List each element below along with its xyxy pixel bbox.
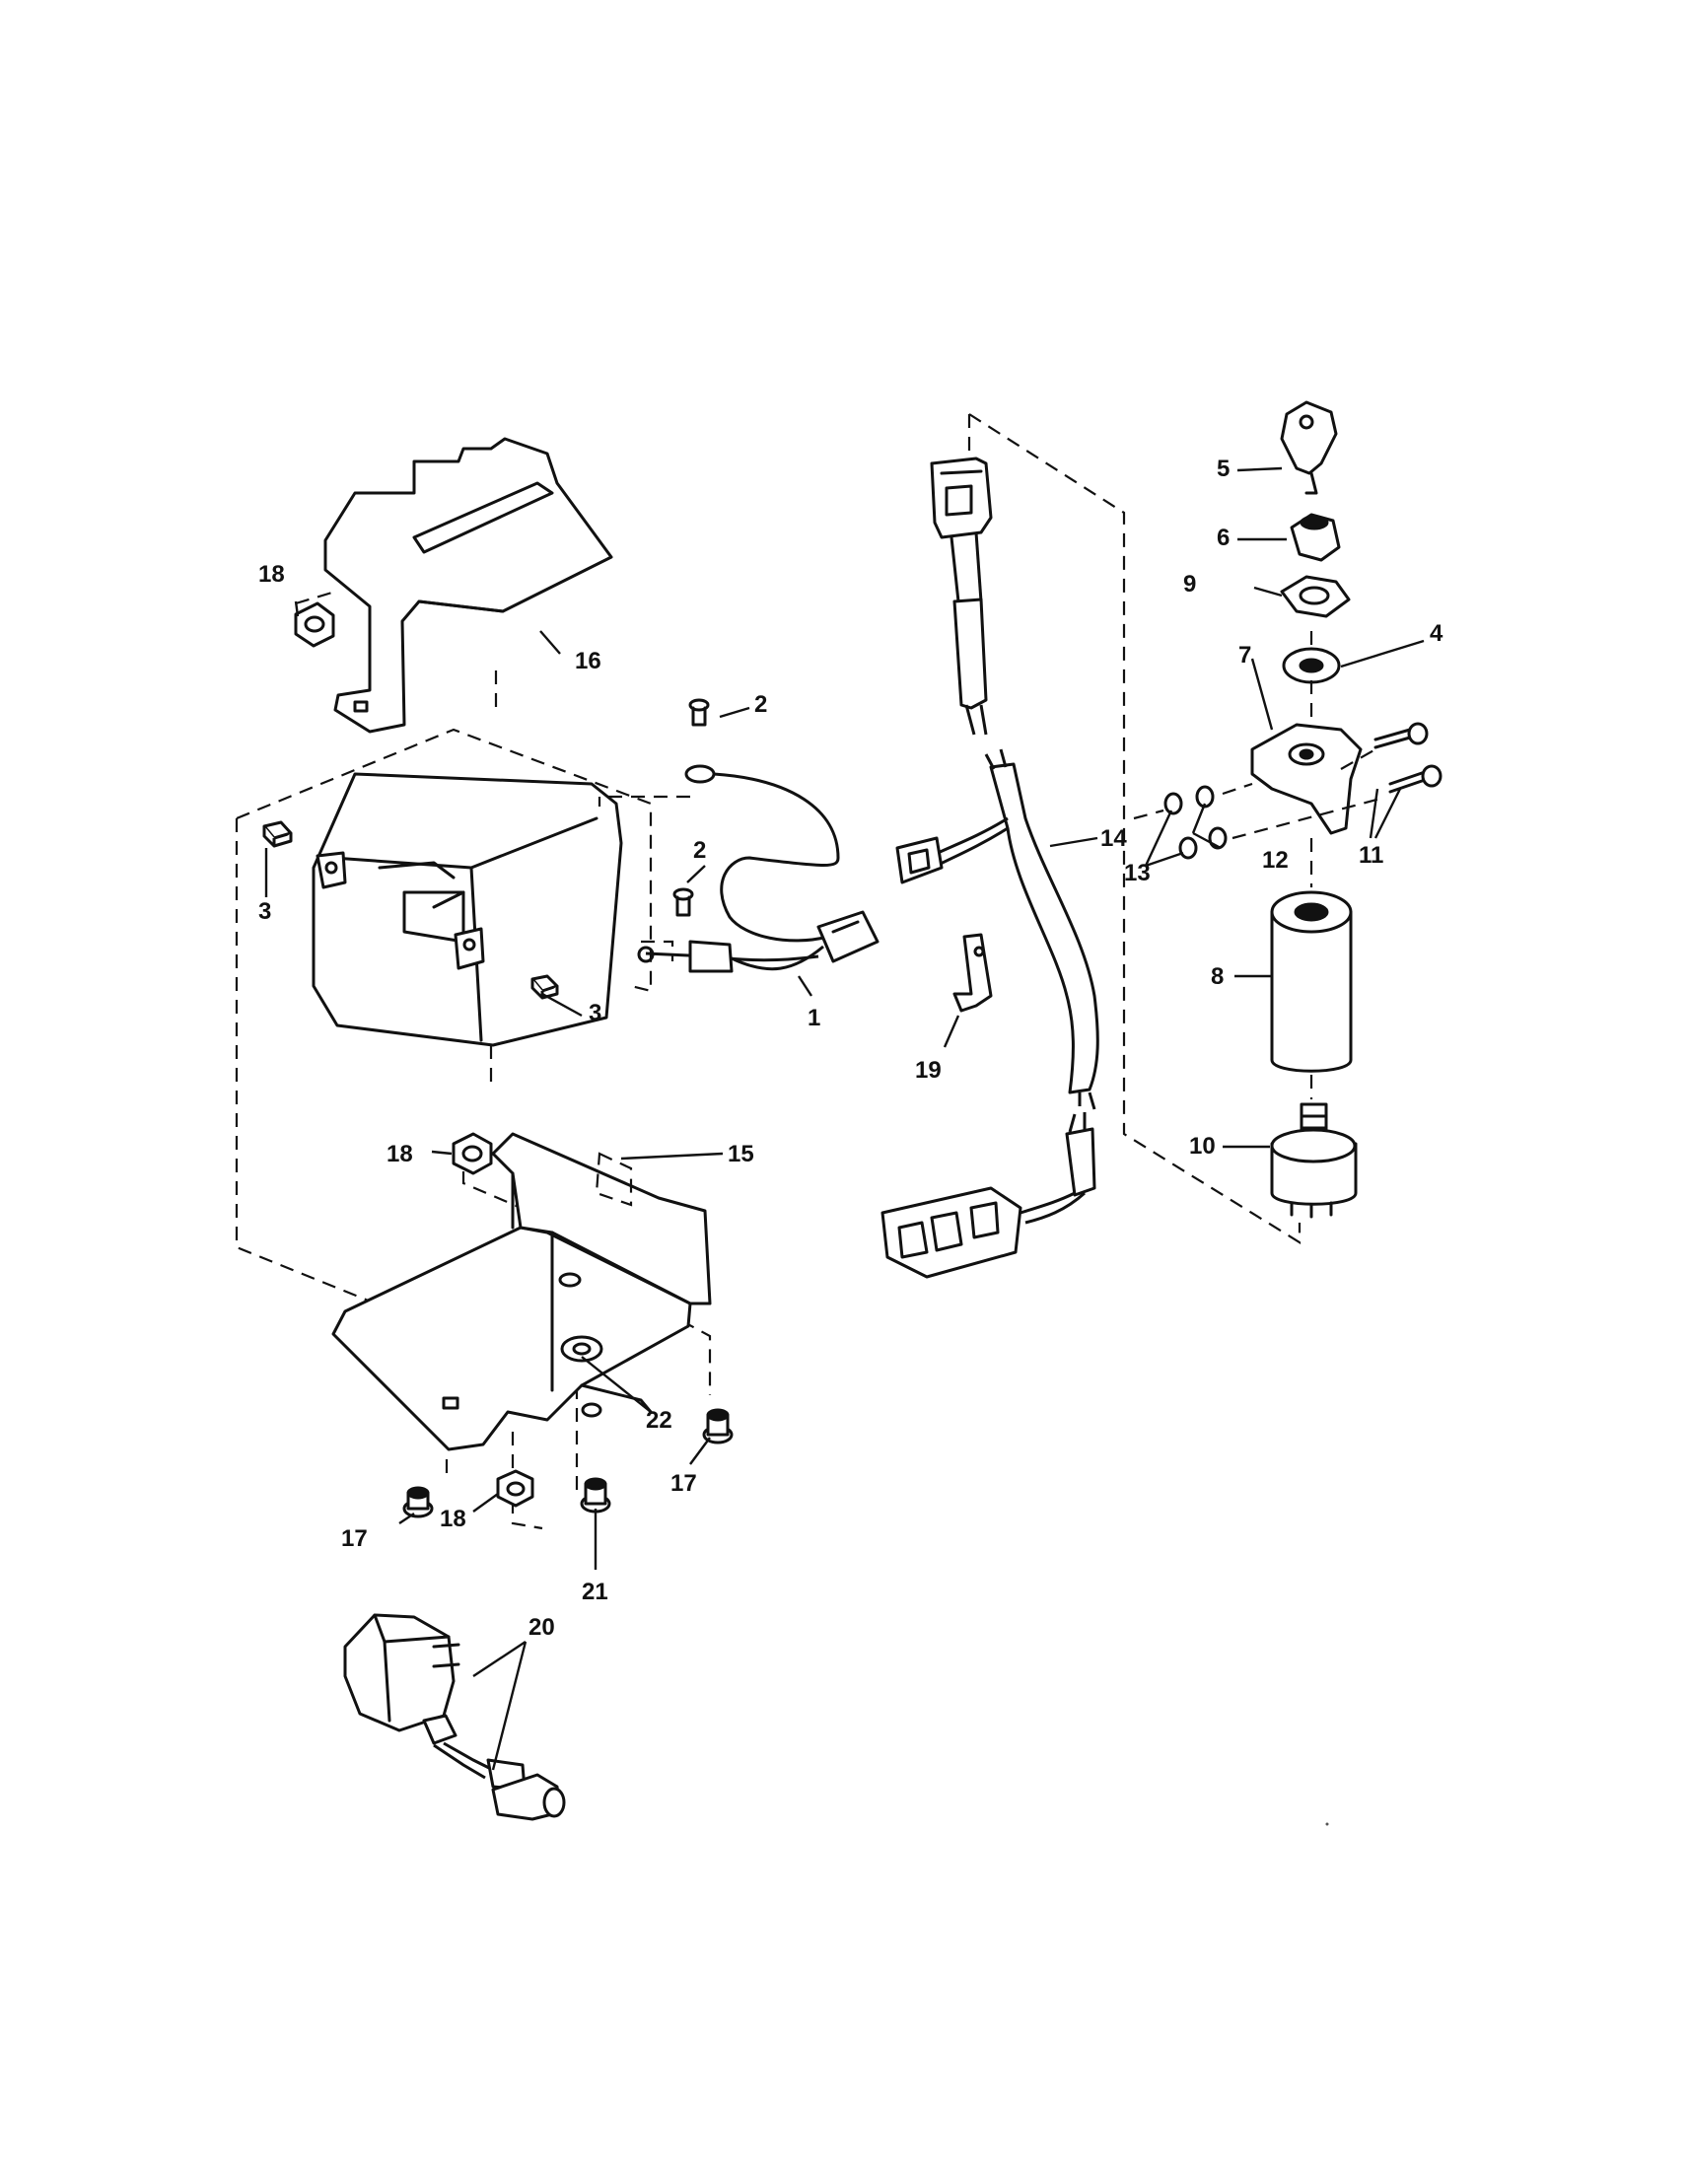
- callout-19: 19: [915, 1057, 942, 1084]
- switch-sleeve: [1270, 890, 1353, 1073]
- bracket-bolt-upper: [1373, 722, 1429, 749]
- assembly-dashed-lines-switch: [1133, 631, 1381, 1099]
- callout-3-right: 3: [589, 1000, 601, 1026]
- screw-center: [580, 1477, 611, 1514]
- wiring-harness: [880, 457, 1099, 1279]
- callout-18-top: 18: [258, 561, 285, 588]
- callout-12: 12: [1262, 847, 1289, 874]
- callout-21: 21: [582, 1579, 608, 1605]
- switch-cap-nut: [1290, 513, 1341, 562]
- battery-tray: [331, 1132, 712, 1451]
- harness-clip: [952, 933, 993, 1013]
- leader-lines: [264, 466, 1425, 1771]
- terminal-nut-left: [262, 820, 293, 848]
- callout-14: 14: [1100, 825, 1127, 852]
- callout-15: 15: [728, 1141, 754, 1167]
- switch-washer: [1282, 647, 1341, 684]
- callout-3-left: 3: [258, 898, 271, 925]
- assembly-dashed-lines-harness: [967, 413, 1302, 1244]
- callout-6: 6: [1217, 525, 1230, 551]
- hex-nut-bottom: [496, 1469, 534, 1508]
- callout-8: 8: [1211, 963, 1224, 990]
- washer: [560, 1335, 603, 1363]
- callout-7: 7: [1238, 642, 1251, 669]
- callout-17-right: 17: [670, 1470, 697, 1497]
- cable-screw-bottom: [672, 887, 694, 917]
- battery-hold-down-bracket: [323, 437, 613, 734]
- speck: [1325, 1822, 1329, 1826]
- bracket-bolt-lower: [1388, 764, 1443, 794]
- callout-5: 5: [1217, 456, 1230, 482]
- callout-17-left: 17: [341, 1525, 368, 1552]
- battery-cable: [637, 764, 880, 973]
- callout-1: 1: [808, 1005, 820, 1031]
- ignition-switch: [1270, 1102, 1358, 1219]
- callout-16: 16: [575, 648, 601, 674]
- callout-4: 4: [1430, 620, 1443, 647]
- callout-9: 9: [1183, 571, 1196, 598]
- small-washers: [1163, 785, 1228, 860]
- callout-11: 11: [1359, 842, 1383, 869]
- battery-charger: [343, 1613, 566, 1821]
- ignition-key: [1280, 400, 1338, 495]
- hex-nut-tray: [452, 1132, 493, 1175]
- switch-mounting-bracket: [1250, 723, 1363, 835]
- callout-13: 13: [1124, 860, 1151, 886]
- callout-labels: 1 2 2 3 3 4 5 6 7 8 9 10 11 12 13 14 15 …: [258, 456, 1443, 1641]
- screw-right: [702, 1408, 734, 1444]
- callout-2-top: 2: [754, 691, 767, 718]
- screw-left: [402, 1486, 434, 1518]
- cable-screw-top: [688, 698, 710, 727]
- switch-hex-nut: [1280, 575, 1351, 618]
- callout-18-tray: 18: [387, 1141, 413, 1167]
- callout-10: 10: [1189, 1133, 1216, 1160]
- hex-nut-top: [294, 601, 335, 648]
- callout-20: 20: [528, 1614, 555, 1641]
- battery: [312, 772, 623, 1047]
- callout-18-bottom: 18: [440, 1506, 466, 1532]
- callout-2-lower: 2: [693, 837, 706, 864]
- callout-22: 22: [646, 1407, 672, 1434]
